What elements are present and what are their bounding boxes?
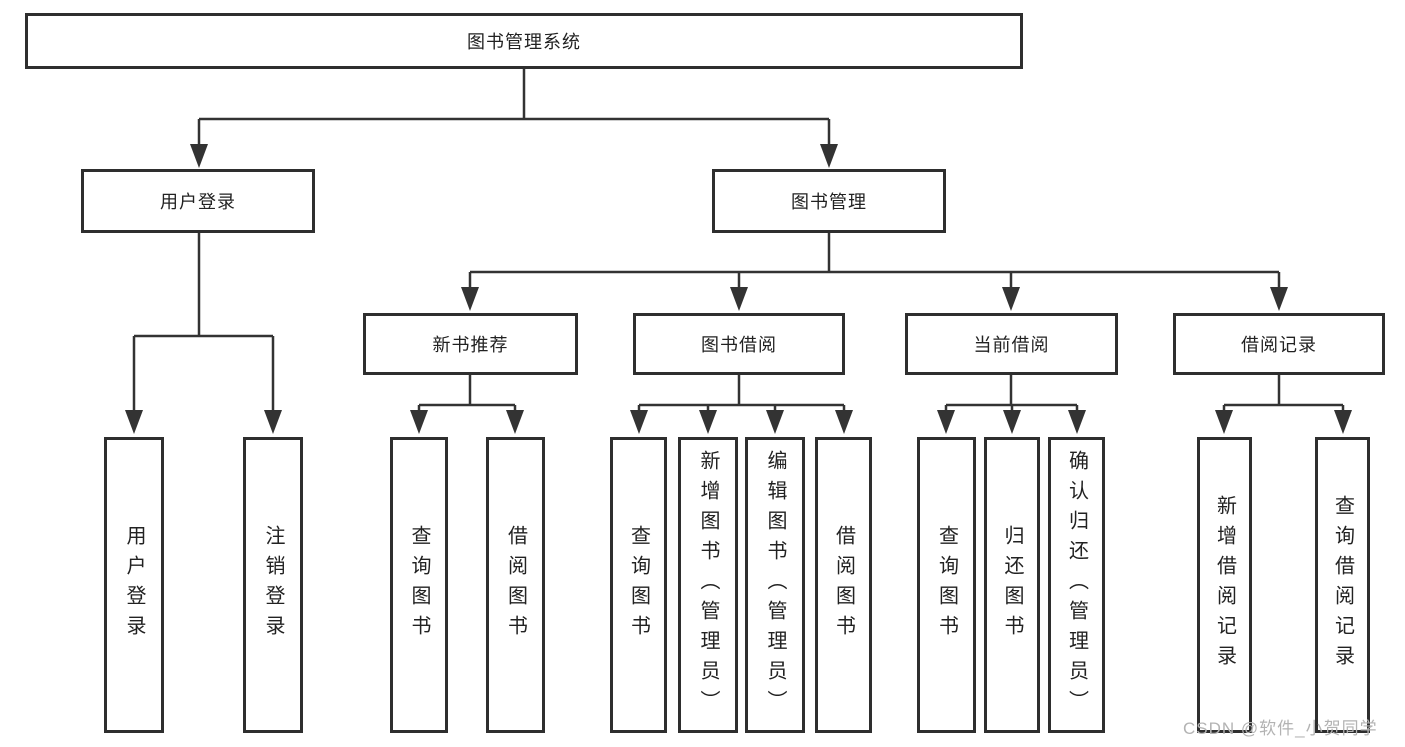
leaf-borrow-books-recommend-label: 借阅图书 <box>504 525 527 645</box>
leaf-query-books-recommend: 查询图书 <box>390 437 448 733</box>
node-borrow-records: 借阅记录 <box>1173 313 1385 375</box>
leaf-add-borrow-record-label: 新增借阅记录 <box>1213 495 1236 675</box>
leaf-logout-login-label: 注销登录 <box>262 525 284 645</box>
leaf-return-books: 归还图书 <box>984 437 1040 733</box>
node-book-management: 图书管理 <box>712 169 946 233</box>
leaf-borrow-books-recommend: 借阅图书 <box>486 437 545 733</box>
leaf-add-borrow-record: 新增借阅记录 <box>1197 437 1252 733</box>
node-new-book-recommend-label: 新书推荐 <box>432 335 509 355</box>
leaf-query-borrow-record-label: 查询借阅记录 <box>1331 495 1354 675</box>
leaf-confirm-return-admin-label: 确认归还（管理员） <box>1065 450 1088 720</box>
node-current-borrowing: 当前借阅 <box>905 313 1118 375</box>
leaf-add-books-admin-label: 新增图书（管理员） <box>697 450 719 720</box>
node-borrow-records-label: 借阅记录 <box>1241 335 1317 355</box>
leaf-add-books-admin: 新增图书（管理员） <box>678 437 738 733</box>
leaf-query-books-borrowing-label: 查询图书 <box>627 525 650 645</box>
leaf-borrow-books-borrowing-label: 借阅图书 <box>832 525 855 645</box>
node-current-borrowing-label: 当前借阅 <box>973 335 1050 355</box>
leaf-borrow-books-borrowing: 借阅图书 <box>815 437 872 733</box>
node-user-login: 用户登录 <box>81 169 315 233</box>
node-root: 图书管理系统 <box>25 13 1023 69</box>
node-root-label: 图书管理系统 <box>467 32 581 52</box>
leaf-user-login: 用户登录 <box>104 437 164 733</box>
node-user-login-label: 用户登录 <box>160 192 236 212</box>
leaf-logout-login: 注销登录 <box>243 437 303 733</box>
leaf-query-books-current-label: 查询图书 <box>935 525 958 645</box>
leaf-query-books-current: 查询图书 <box>917 437 976 733</box>
leaf-query-books-recommend-label: 查询图书 <box>408 525 430 645</box>
leaf-query-borrow-record: 查询借阅记录 <box>1315 437 1370 733</box>
leaf-query-books-borrowing: 查询图书 <box>610 437 667 733</box>
leaf-user-login-label: 用户登录 <box>123 525 145 645</box>
leaf-edit-books-admin-label: 编辑图书（管理员） <box>764 450 786 720</box>
leaf-edit-books-admin: 编辑图书（管理员） <box>745 437 805 733</box>
node-book-management-label: 图书管理 <box>791 192 867 212</box>
node-book-borrowing-label: 图书借阅 <box>701 335 777 355</box>
leaf-confirm-return-admin: 确认归还（管理员） <box>1048 437 1105 733</box>
watermark: CSDN @软件_小贺同学 <box>1183 719 1378 738</box>
node-book-borrowing: 图书借阅 <box>633 313 845 375</box>
node-new-book-recommend: 新书推荐 <box>363 313 578 375</box>
leaf-return-books-label: 归还图书 <box>1001 525 1023 645</box>
